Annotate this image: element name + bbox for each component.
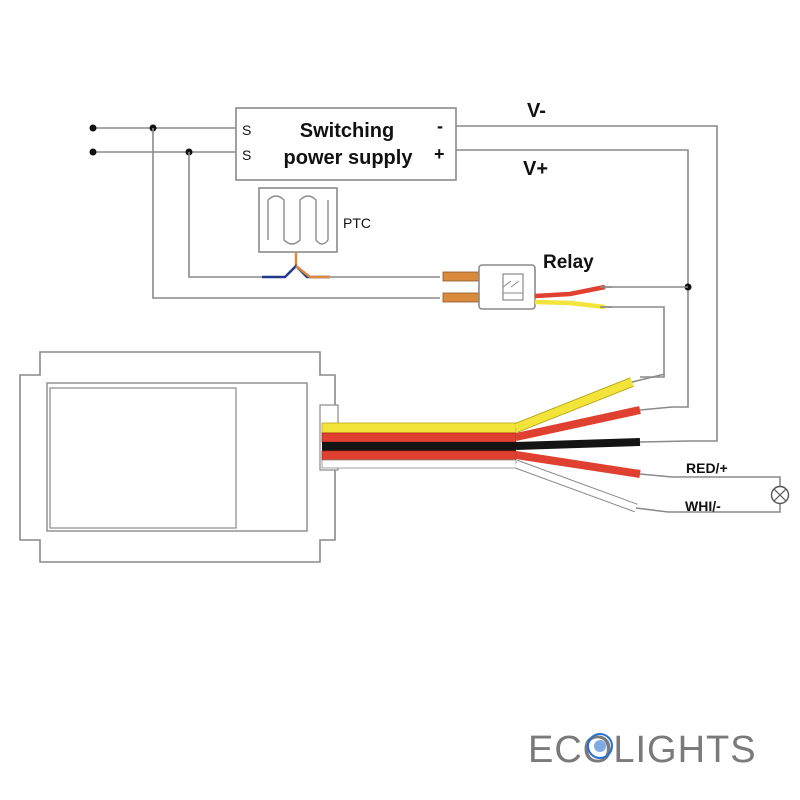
psu-title-line2: power supply bbox=[284, 147, 414, 169]
psu-minus-sign: - bbox=[437, 116, 443, 136]
fanned-wires bbox=[514, 373, 691, 513]
psu-plus-sign: + bbox=[434, 144, 445, 164]
wire-white bbox=[514, 460, 638, 512]
terminal-dot bbox=[89, 124, 97, 132]
wire-red-bottom bbox=[515, 451, 641, 478]
relay-component: Relay bbox=[442, 252, 612, 310]
red-plus-label: RED/+ bbox=[686, 460, 728, 476]
v-minus-label: V- bbox=[527, 100, 546, 122]
dc-output-wires: V- V+ bbox=[456, 100, 718, 442]
ptc-label: PTC bbox=[343, 215, 371, 231]
v-plus-label: V+ bbox=[523, 158, 548, 180]
relay-pin bbox=[442, 271, 480, 282]
controller-housing bbox=[19, 351, 339, 563]
relay-pin bbox=[442, 292, 480, 303]
cable-bundle bbox=[321, 422, 517, 469]
relay-output-yellow bbox=[534, 299, 606, 310]
globe-icon bbox=[587, 733, 613, 759]
ac-symbol: S bbox=[242, 122, 251, 138]
wire-black bbox=[515, 438, 641, 450]
relay-label: Relay bbox=[543, 252, 594, 273]
ptc-lead-blue bbox=[262, 264, 330, 279]
ac-symbol: S bbox=[242, 147, 251, 163]
switching-power-supply: S S Switching power supply - + bbox=[235, 107, 457, 181]
ptc-lead-orange bbox=[295, 265, 330, 279]
whi-minus-label: WHI/- bbox=[685, 498, 721, 514]
ac-input-wires bbox=[89, 124, 440, 299]
wire-yellow bbox=[514, 378, 634, 432]
psu-title-line1: Switching bbox=[300, 120, 394, 142]
lamp-load: RED/+ WHI/- bbox=[668, 460, 790, 514]
terminal-dot bbox=[89, 148, 97, 156]
ecolights-logo: ECOLIGHTS bbox=[500, 700, 800, 800]
ptc-component: PTC bbox=[258, 187, 371, 279]
wire-red-top bbox=[515, 406, 641, 441]
relay-output-red bbox=[534, 284, 606, 299]
controller-display-window bbox=[49, 387, 237, 529]
logo-text: ECOLIGHTS bbox=[528, 729, 757, 771]
